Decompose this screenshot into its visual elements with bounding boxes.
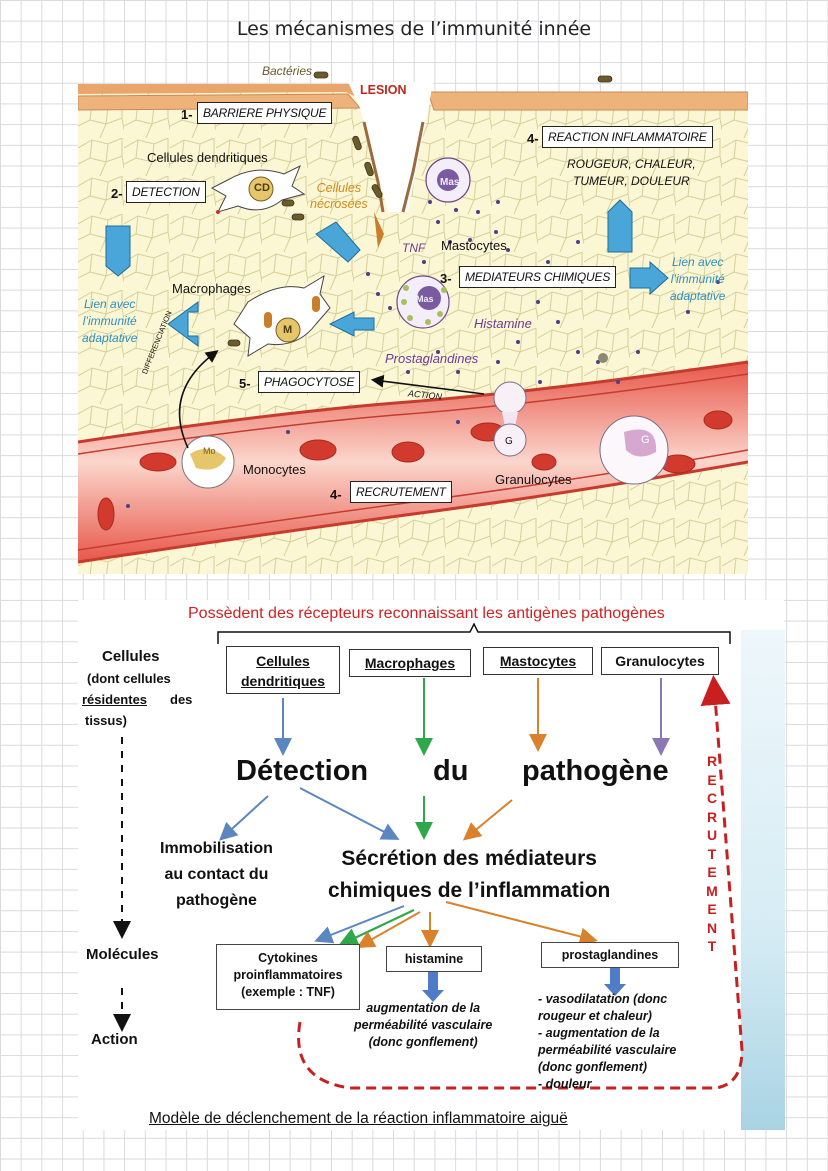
m-label: M: [283, 324, 293, 336]
du-word: du: [433, 755, 469, 787]
monocytes-label: Monocytes: [243, 462, 306, 477]
pathogen-word: pathogène: [522, 755, 669, 787]
cells-note-resident: résidentes: [82, 692, 148, 707]
receptors-header: Possèdent des récepteurs reconnaissant l…: [188, 605, 665, 622]
secretion-text: Sécrétion des médiateurs chimiques de l’…: [328, 847, 611, 902]
dendritic-cells-box: Cellules dendritiques: [226, 646, 340, 694]
step-1-label: BARRIERE PHYSIQUE: [197, 102, 333, 124]
step-2-number: 2-: [111, 186, 123, 201]
cells-heading: Cellules: [102, 648, 160, 665]
inflammation-model-panel: [78, 600, 784, 1130]
recruitment-letter: T: [707, 938, 717, 954]
recruitment-letter: N: [706, 919, 718, 936]
step-5-label: PHAGOCYTOSE: [258, 371, 361, 393]
bacteria-label: Bactéries: [262, 64, 313, 78]
recruitment-letter: E: [707, 864, 717, 880]
cytokines-box: Cytokines proinflammatoires (exemple : T…: [216, 944, 360, 1010]
recruitment-letter: R: [706, 753, 718, 769]
adaptive-link-right: Lien avec l’immunité adaptative: [670, 255, 726, 303]
step-4-number: 4-: [527, 131, 539, 146]
mast-cell-top-label: Mas: [440, 177, 460, 188]
step-1-number: 1-: [181, 107, 193, 122]
histamine-effect: augmentation de la perméabilité vasculai…: [354, 1001, 493, 1049]
prostaglandins-effect: - vasodilatation (donc rougeur et chaleu…: [538, 992, 677, 1091]
cells-note-line3: tissus): [85, 713, 127, 728]
cells-note-line1: (dont cellules: [87, 671, 171, 686]
innate-immunity-illustration: [78, 71, 748, 574]
necrotic-cells-label: Cellules nécrosées: [310, 181, 368, 211]
figure-title: Les mécanismes de l’immunité innée: [236, 18, 592, 40]
granulocytes-label: Granulocytes: [495, 472, 572, 487]
granulocyte-large-label: G: [641, 434, 650, 446]
inflammation-signs: ROUGEUR, CHALEUR, TUMEUR, DOULEUR: [567, 157, 696, 188]
histamine-label: Histamine: [474, 316, 532, 331]
macrophages-box: Macrophages: [349, 649, 471, 677]
cd-label: CD: [254, 182, 270, 194]
figure-caption: Modèle de déclenchement de la réaction i…: [149, 1110, 568, 1127]
prostaglandins-label: Prostaglandines: [385, 351, 479, 366]
cells-note-des: des: [170, 692, 193, 707]
recruitment-letter: U: [706, 827, 718, 843]
mast-cell-mid-label: Mas: [416, 294, 434, 304]
recruitment-letter: E: [707, 771, 717, 788]
step-3-label: MEDIATEURS CHIMIQUES: [459, 266, 617, 288]
recruitment-letter: R: [706, 808, 718, 825]
tnf-label: TNF: [402, 241, 426, 255]
molecules-heading: Molécules: [86, 946, 159, 963]
granulocytes-box: Granulocytes: [601, 647, 719, 675]
step-2-label: DETECTION: [126, 181, 206, 203]
prostaglandins-box: prostaglandines: [541, 942, 679, 968]
recruitment-letter: T: [707, 845, 717, 862]
recruitment-letter: E: [707, 901, 717, 917]
action-heading: Action: [91, 1031, 138, 1048]
step-5-number: 5-: [239, 376, 251, 391]
mast-cells-label: Mastocytes: [441, 238, 507, 253]
step-3-number: 3-: [440, 271, 452, 286]
histamine-box: histamine: [386, 946, 482, 972]
step-4b-label: RECRUTEMENT: [350, 481, 452, 503]
dendritic-cells-label: Cellules dendritiques: [147, 150, 268, 165]
lesion-label: LESION: [360, 83, 407, 97]
mo-label: Mo: [203, 446, 216, 456]
adaptive-link-left: Lien avec l’immunité adaptative: [82, 297, 138, 345]
decorative-gradient-strip: [741, 630, 785, 1130]
recruitment-letter: M: [706, 882, 718, 899]
recruitment-letter: C: [706, 790, 718, 806]
macrophages-label: Macrophages: [172, 281, 251, 296]
granulocyte-small-label: G: [505, 436, 513, 447]
step-4-label: REACTION INFLAMMATOIRE: [542, 126, 713, 148]
mastocytes-box: Mastocytes: [483, 647, 593, 675]
step-4b-number: 4-: [330, 487, 342, 502]
immobilisation-text: Immobilisation au contact du pathogène: [160, 840, 273, 909]
detection-word: Détection: [236, 755, 369, 787]
